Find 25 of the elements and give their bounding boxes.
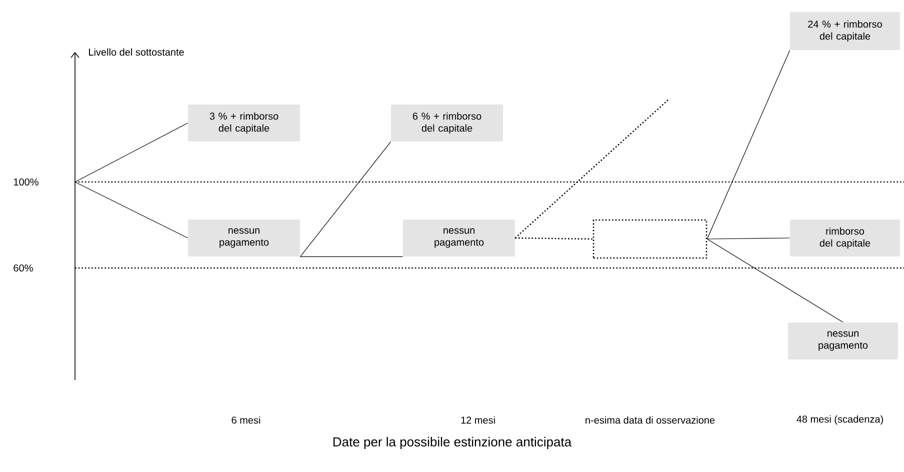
axis-label: 100% [14, 178, 38, 186]
outcome-box: nessun pagamento [188, 220, 300, 256]
outcome-box: nessun pagamento [403, 220, 515, 256]
connector-line [706, 238, 844, 323]
connector-line [74, 182, 188, 238]
axis-label: Livello del sottostante [89, 48, 184, 56]
outcome-box: nessun pagamento [788, 322, 898, 360]
connector-line [706, 50, 790, 240]
axis-label: n-esima data di osservazione [586, 416, 715, 424]
connector-line [300, 256, 404, 257]
outcome-box: 24 % + rimborso del capitale [790, 12, 900, 50]
connector-line [706, 238, 790, 240]
axis-label: 12 mesi [461, 416, 495, 424]
observation-box [592, 219, 708, 259]
outcome-box: 3 % + rimborso del capitale [188, 104, 300, 142]
connector-line [74, 122, 188, 182]
connector-line [515, 237, 593, 240]
axis-label: 48 mesi (scadenza) [796, 415, 883, 425]
connector-line [300, 141, 392, 257]
caption: Date per la possibile estinzione anticipata [333, 436, 572, 450]
outcome-box: 6 % + rimborso del capitale [391, 104, 503, 142]
axis-label: 6 mesi [232, 416, 260, 424]
axis-label: 60% [14, 264, 33, 272]
outcome-box: rimborso del capitale [790, 220, 900, 256]
connector-line [514, 100, 668, 238]
